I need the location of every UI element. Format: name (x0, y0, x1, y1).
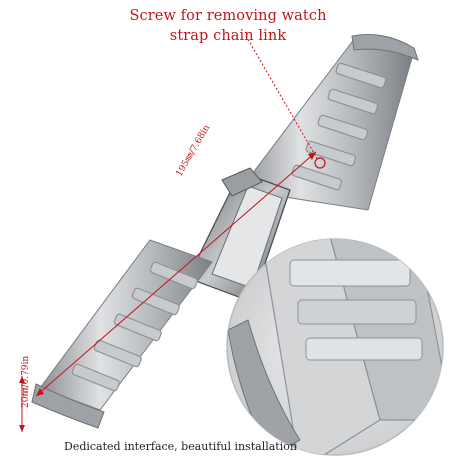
length-dimension-line (35, 151, 317, 397)
callout-line-2: strap chain link (169, 28, 287, 44)
screw-callout-label: Screw for removing watch strap chain lin… (0, 6, 456, 46)
lower-bracelet (31, 239, 213, 429)
width-dimension-line (19, 376, 25, 432)
upper-bracelet (239, 34, 419, 211)
width-dimension-label: 20㎜/0.79in (21, 355, 31, 408)
detail-caption: Dedicated interface, beautiful installat… (64, 440, 297, 453)
screw-callout-pointer (245, 35, 326, 169)
callout-line-1: Screw for removing watch (129, 8, 327, 24)
zoom-detail-circle (226, 238, 444, 456)
